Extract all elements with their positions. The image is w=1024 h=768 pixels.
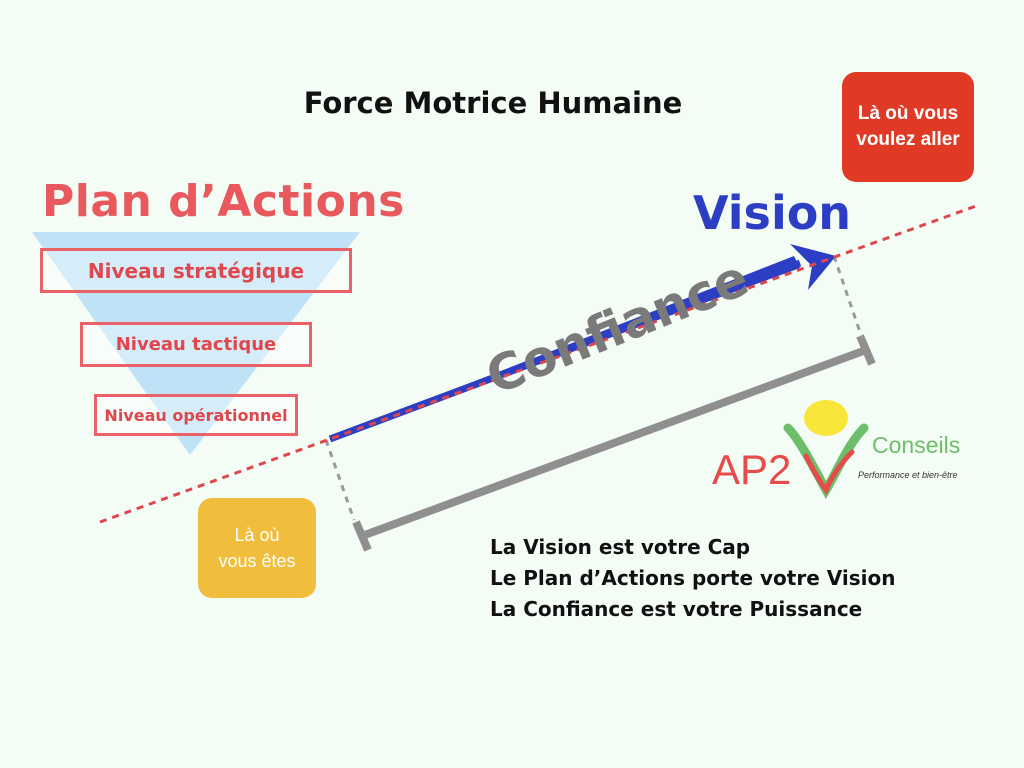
logo-tagline: Performance et bien-être bbox=[858, 470, 958, 480]
right-guide-line bbox=[832, 255, 864, 339]
logo-subtitle: Conseils bbox=[872, 432, 961, 458]
vision-arrow-head bbox=[790, 244, 836, 290]
logo-v-icon bbox=[783, 423, 869, 500]
statement-plan: Le Plan d’Actions porte votre Vision bbox=[490, 566, 896, 590]
plan-title: Plan d’Actions bbox=[42, 176, 405, 227]
confiance-bracket-line bbox=[360, 346, 868, 540]
confiance-bracket-start bbox=[352, 520, 372, 552]
logo-v-inner-icon bbox=[803, 449, 855, 495]
target-badge: Là où vous voulez aller bbox=[842, 72, 974, 182]
plan-triangle bbox=[32, 232, 360, 455]
logo-sun-icon bbox=[804, 400, 848, 436]
statement-vision: La Vision est votre Cap bbox=[490, 535, 751, 559]
level-operational: Niveau opérationnel bbox=[94, 394, 298, 436]
statements: La Vision est votre Cap Le Plan d’Action… bbox=[490, 532, 895, 625]
level-tactical: Niveau tactique bbox=[80, 322, 312, 367]
target-badge-label: Là où vous voulez aller bbox=[856, 103, 960, 150]
vision-label: Vision bbox=[693, 186, 852, 240]
page-title: Force Motrice Humaine bbox=[303, 86, 683, 120]
current-badge-label: Là où vous êtes bbox=[218, 525, 296, 571]
level-strategic: Niveau stratégique bbox=[40, 248, 352, 293]
logo-name: AP2 bbox=[712, 446, 792, 493]
statement-confiance: La Confiance est votre Puissance bbox=[490, 597, 863, 621]
confiance-bracket-end bbox=[856, 334, 876, 366]
left-guide-line bbox=[324, 439, 356, 521]
current-badge: Là où vous êtes bbox=[198, 498, 316, 598]
